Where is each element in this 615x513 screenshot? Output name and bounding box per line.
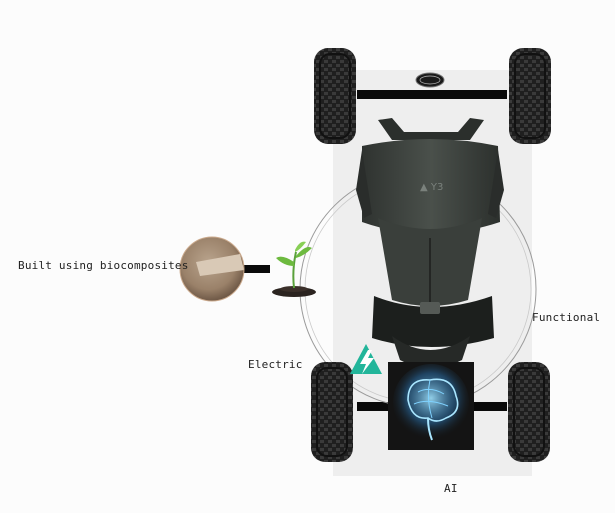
biocomposite-sample-icon (179, 236, 245, 302)
ai-label: AI (444, 482, 458, 495)
land-rover-badge-icon (415, 72, 445, 88)
wheel-front-left (314, 48, 356, 144)
brain-icon (393, 364, 469, 441)
front-axle (357, 90, 507, 99)
biocomposites-label: Built using biocomposites (18, 259, 189, 272)
lightning-bolt-icon (350, 344, 382, 374)
sprout-icon (272, 241, 316, 297)
functional-label: Functional (532, 311, 601, 324)
wheel-rear-left (311, 362, 353, 462)
backpack: ▲ Y3 (356, 118, 504, 368)
wheel-rear-right (508, 362, 550, 462)
wheel-front-right (509, 48, 551, 144)
biocomposite-connector (243, 265, 270, 273)
electric-label: Electric (248, 358, 303, 371)
svg-text:▲ Y3: ▲ Y3 (420, 182, 443, 193)
